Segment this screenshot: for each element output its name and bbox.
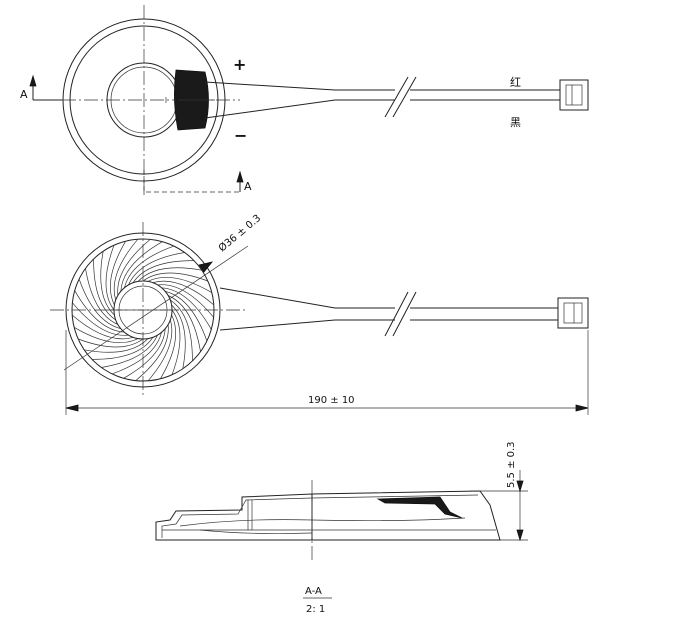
diaphragm-swirl-line (159, 314, 177, 380)
diaphragm-swirl-line (171, 304, 186, 369)
front-view-outer-rim (65, 232, 221, 388)
diaphragm-swirl-line (147, 276, 213, 294)
diaphragm-swirl-line (74, 290, 125, 333)
section-marker-left-arrow (29, 74, 37, 87)
diaphragm-swirl-line (93, 258, 116, 321)
front-view-wire-upper (219, 287, 395, 309)
section-right-frame (311, 490, 501, 541)
section-title: A-A (305, 586, 322, 597)
diaphragm-swirl-line (109, 240, 127, 306)
diaphragm-swirl-line (120, 241, 163, 292)
diaphragm-swirl-line (111, 332, 162, 375)
top-view-wire-lower (204, 99, 395, 119)
diaphragm-swirl-line (78, 278, 121, 329)
section-label-bottom: A (244, 180, 252, 193)
diameter-dimension: Ø36 ± 0.3 (216, 212, 263, 254)
diaphragm-swirl-line (135, 324, 169, 381)
length-dimension: 190 ± 10 (308, 395, 355, 406)
section-label-left: A (20, 88, 28, 101)
diaphragm-swirl-line (147, 319, 173, 382)
diaphragm-swirl-line (117, 239, 151, 296)
diaphragm-swirl-line (132, 260, 195, 283)
diaphragm-swirl-line (72, 302, 129, 336)
minus-label: − (234, 126, 247, 145)
top-view: + − 红 黑 A A (20, 5, 589, 195)
front-view-connector-body (557, 297, 589, 329)
section-left-frame (155, 493, 313, 541)
diaphragm-swirl-line (128, 252, 185, 286)
diaphragm-swirl-line (105, 245, 115, 311)
front-view-wire-lower (219, 319, 395, 331)
diaphragm-swirl-line (101, 334, 158, 368)
section-right-top (311, 494, 479, 499)
section-cut-line-bottom (143, 170, 240, 193)
plus-label: + (233, 55, 246, 74)
diaphragm-swirl-line (78, 338, 144, 348)
top-view-connector-body (559, 79, 589, 111)
diaphragm-swirl-line (137, 267, 202, 282)
thickness-arrow-top (516, 480, 524, 493)
diaphragm-swirl-line (71, 314, 134, 340)
diaphragm-swirl-line (161, 287, 212, 330)
diaphragm-swirl-line (85, 268, 119, 325)
section-right-cone (311, 517, 466, 522)
diaphragm-swirl (71, 238, 215, 382)
diaphragm-swirl-line (123, 328, 166, 379)
section-left-cone-2 (199, 529, 313, 534)
diaphragm-swirl-line (100, 251, 115, 316)
diaphragm-swirl-line (157, 284, 214, 318)
diaphragm-swirl-line (165, 291, 208, 342)
section-marker-bottom-arrow (236, 170, 244, 183)
diaphragm-swirl-line (124, 245, 175, 288)
diaphragm-swirl-line (73, 326, 139, 344)
section-view: 5.5 ± 0.3 A-A 2: 1 (155, 441, 528, 615)
section-left-cone (179, 519, 313, 527)
diaphragm-swirl-line (91, 337, 154, 360)
diameter-leader (63, 245, 249, 371)
front-view-connector-inner (563, 302, 583, 324)
front-view: Ø36 ± 0.3 190 ± 10 (50, 212, 589, 415)
thickness-arrow-bottom (516, 529, 524, 542)
wire-black-label: 黑 (510, 116, 521, 129)
diameter-leader-arrow (198, 261, 214, 273)
length-arrow-left (65, 404, 79, 412)
section-scale: 2: 1 (306, 604, 325, 615)
diaphragm-swirl-line (113, 238, 139, 301)
diaphragm-swirl-line (171, 309, 181, 375)
wire-red-label: 红 (510, 76, 521, 89)
diaphragm-swirl-line (167, 295, 201, 352)
top-view-connector-inner (565, 84, 583, 106)
top-view-wire-upper (204, 81, 395, 91)
diaphragm-swirl-line (152, 280, 215, 306)
front-view-break-mark-1 (384, 291, 409, 337)
top-view-break-mark-1 (384, 76, 409, 118)
diaphragm-swirl-line (170, 299, 193, 362)
section-left-frame-inner (161, 497, 313, 538)
front-view-inner-rim (71, 238, 215, 382)
top-view-break-mark-2 (392, 76, 417, 118)
section-solder-pad (376, 496, 463, 519)
thickness-dimension: 5.5 ± 0.3 (506, 441, 517, 488)
length-arrow-right (575, 404, 589, 412)
front-view-break-mark-2 (392, 291, 417, 337)
